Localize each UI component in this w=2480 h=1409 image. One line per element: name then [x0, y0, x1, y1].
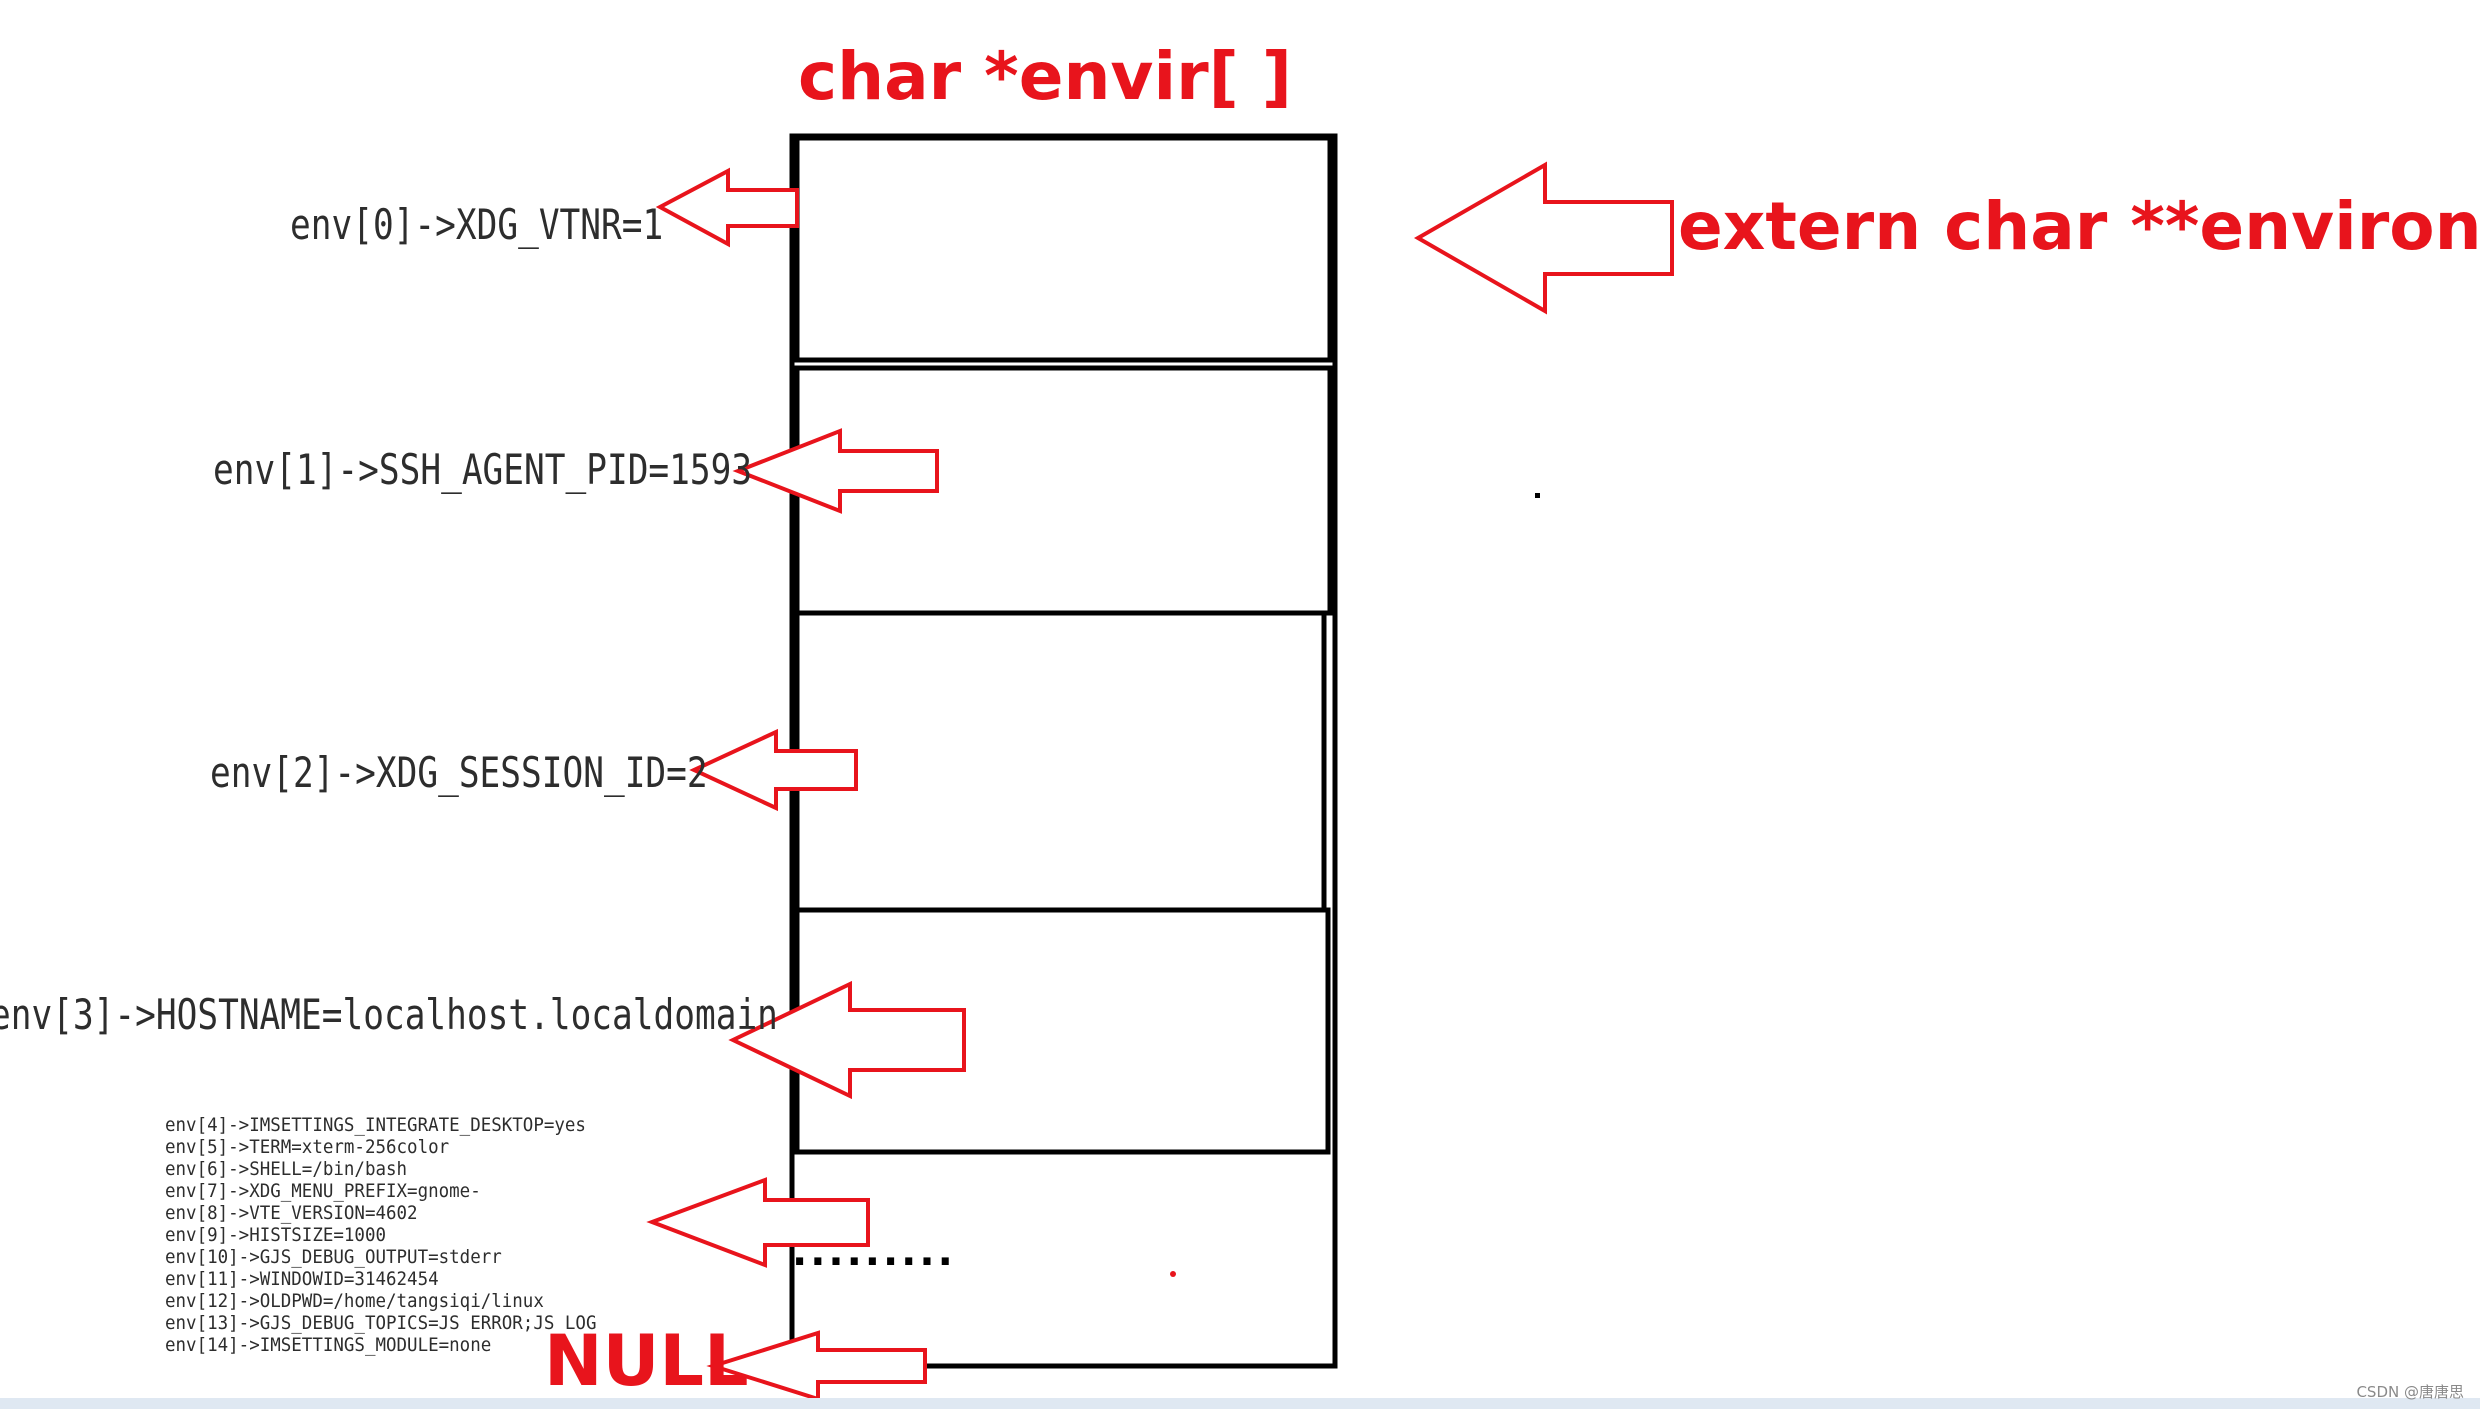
- env-entry-7: env[7]->XDG_MENU_PREFIX=gnome-: [165, 1180, 481, 1202]
- env-entry-8: env[8]->VTE_VERSION=4602: [165, 1202, 418, 1224]
- env-entry-10: env[10]->GJS_DEBUG_OUTPUT=stderr: [165, 1246, 502, 1268]
- entry-arrow-1: [732, 428, 939, 514]
- array-cell-2: [794, 610, 1327, 913]
- env-entry-1: env[1]->SSH_AGENT_PID=1593: [213, 445, 753, 494]
- environ-label: extern char **environ: [1678, 188, 2480, 265]
- env-entry-0: env[0]->XDG_VTNR=1: [290, 200, 664, 249]
- env-entry-list: env[4]->IMSETTINGS_INTEGRATE_DESKTOP=yes…: [165, 1114, 596, 1356]
- speck-red-dot: [1170, 1271, 1176, 1277]
- null-label: NULL: [544, 1320, 749, 1402]
- array-cell-0: [794, 135, 1333, 363]
- env-entry-11: env[11]->WINDOWID=31462454: [165, 1268, 439, 1290]
- ellipsis-dots: .........: [792, 1229, 956, 1275]
- env-entry-3: env[3]->HOSTNAME=localhost.localdomain: [0, 990, 778, 1039]
- watermark: CSDN @唐唐思: [2356, 1383, 2464, 1401]
- env-entry-12: env[12]->OLDPWD=/home/tangsiqi/linux: [165, 1290, 544, 1312]
- null-arrow: [706, 1330, 927, 1402]
- entry-arrow-3: [728, 980, 966, 1100]
- array-outer-frame: [789, 133, 1338, 1369]
- env-entry-6: env[6]->SHELL=/bin/bash: [165, 1158, 408, 1180]
- env-entry-5: env[5]->TERM=xterm-256color: [165, 1136, 450, 1158]
- env-entry-14: env[14]->IMSETTINGS_MODULE=none: [165, 1334, 492, 1356]
- env-entry-13: env[13]->GJS_DEBUG_TOPICS=JS ERROR;JS LO…: [165, 1312, 597, 1334]
- footer-bar: [0, 1398, 2480, 1409]
- env-entry-9: env[9]->HISTSIZE=1000: [165, 1224, 387, 1246]
- entry-arrow-0: [655, 167, 799, 248]
- speck-dot: [1535, 493, 1540, 498]
- array-title: char *envir[ ]: [798, 38, 1292, 115]
- env-entry-2: env[2]->XDG_SESSION_ID=2: [210, 748, 708, 797]
- env-entry-4: env[4]->IMSETTINGS_INTEGRATE_DESKTOP=yes: [165, 1114, 586, 1136]
- entry-arrow-more: [646, 1177, 870, 1268]
- entry-arrow-2: [689, 728, 858, 812]
- environ-arrow: [1413, 161, 1674, 315]
